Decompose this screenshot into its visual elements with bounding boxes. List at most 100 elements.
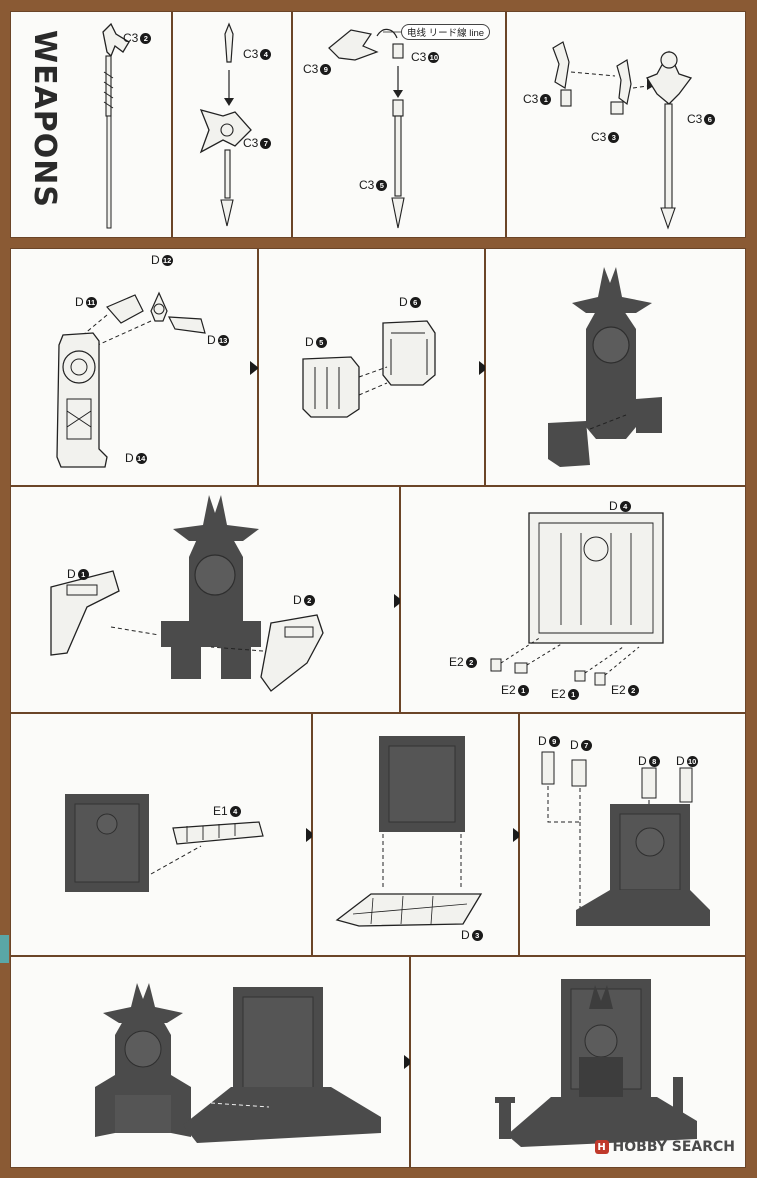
part-prefix: D <box>638 754 647 768</box>
part-number: 6 <box>704 113 716 125</box>
completed-throne-stage-illustration <box>495 979 697 1147</box>
part-number: 1 <box>567 688 579 700</box>
staff-assembly-illustration <box>552 41 693 230</box>
part-number: 2 <box>627 684 639 696</box>
part-number: 1 <box>77 568 89 580</box>
part-number: 11 <box>85 296 97 308</box>
part-prefix: C3 <box>591 130 607 144</box>
part-prefix: D <box>538 734 547 748</box>
watermark-text: HOBBY SEARCH <box>612 1139 735 1155</box>
part-prefix: C3 <box>359 178 375 192</box>
part-number: 9 <box>548 735 560 747</box>
part-number: 2 <box>140 32 152 44</box>
part-number: 9 <box>320 63 332 75</box>
step-arrow <box>306 828 315 842</box>
part-prefix: D <box>305 335 314 349</box>
part-prefix: D <box>207 333 216 347</box>
part-prefix: C3 <box>687 112 703 126</box>
watermark-logo: H <box>594 1140 609 1154</box>
part-number: 2 <box>465 656 477 668</box>
page-edge-tab <box>0 935 9 963</box>
part-number: 7 <box>580 739 592 751</box>
part-prefix: C3 <box>123 31 139 45</box>
seat-block-assembly-illustration <box>302 320 436 418</box>
step-arrow <box>250 361 259 375</box>
step-arrow <box>513 828 522 842</box>
part-number: 4 <box>619 500 631 512</box>
step-panel-completed: H HOBBY SEARCH <box>410 956 746 1168</box>
back-wall-connectors-illustration <box>490 512 664 686</box>
part-number: 4 <box>229 805 241 817</box>
throne-and-stage-illustration <box>95 983 381 1143</box>
part-number: 1 <box>540 93 552 105</box>
part-number: 8 <box>648 755 660 767</box>
part-prefix: C3 <box>303 62 319 76</box>
part-number: 10 <box>428 51 440 63</box>
wire-assembly-illustration <box>328 28 405 229</box>
watermark: H HOBBY SEARCH <box>594 1139 735 1155</box>
part-prefix: E2 <box>449 655 464 669</box>
part-prefix: C3 <box>411 50 427 64</box>
part-number: 10 <box>686 755 698 767</box>
part-prefix: D <box>75 295 84 309</box>
part-prefix: E1 <box>213 804 228 818</box>
wire-label: 电线 リード線 line <box>401 24 491 40</box>
part-prefix: D <box>125 451 134 465</box>
part-prefix: D <box>151 253 160 267</box>
spear-head-assembly-illustration <box>199 22 252 227</box>
part-number: 1 <box>517 684 529 696</box>
throne-arms-assembly-illustration <box>50 495 324 692</box>
part-prefix: C3 <box>243 47 259 61</box>
part-number: 5 <box>315 336 327 348</box>
part-prefix: C3 <box>523 92 539 106</box>
step-arrow <box>479 361 488 375</box>
floor-assembly-illustration <box>335 736 483 927</box>
throne-back-assembly-illustration <box>56 291 206 468</box>
part-number: 13 <box>217 334 229 346</box>
part-number: 14 <box>135 452 147 464</box>
halberd-c3-2-illustration <box>102 22 130 229</box>
part-number: 4 <box>260 48 272 60</box>
step-panel-final-assembly <box>10 956 410 1168</box>
part-prefix: D <box>67 567 76 581</box>
part-number: 3 <box>471 929 483 941</box>
part-prefix: E2 <box>501 683 516 697</box>
part-number: 6 <box>409 296 421 308</box>
step-panel-throne-seat <box>485 248 746 486</box>
section-title: WEAPONS <box>27 30 62 209</box>
part-number: 12 <box>161 254 173 266</box>
part-prefix: D <box>609 499 618 513</box>
step-arrow <box>394 594 403 608</box>
part-prefix: D <box>293 593 302 607</box>
